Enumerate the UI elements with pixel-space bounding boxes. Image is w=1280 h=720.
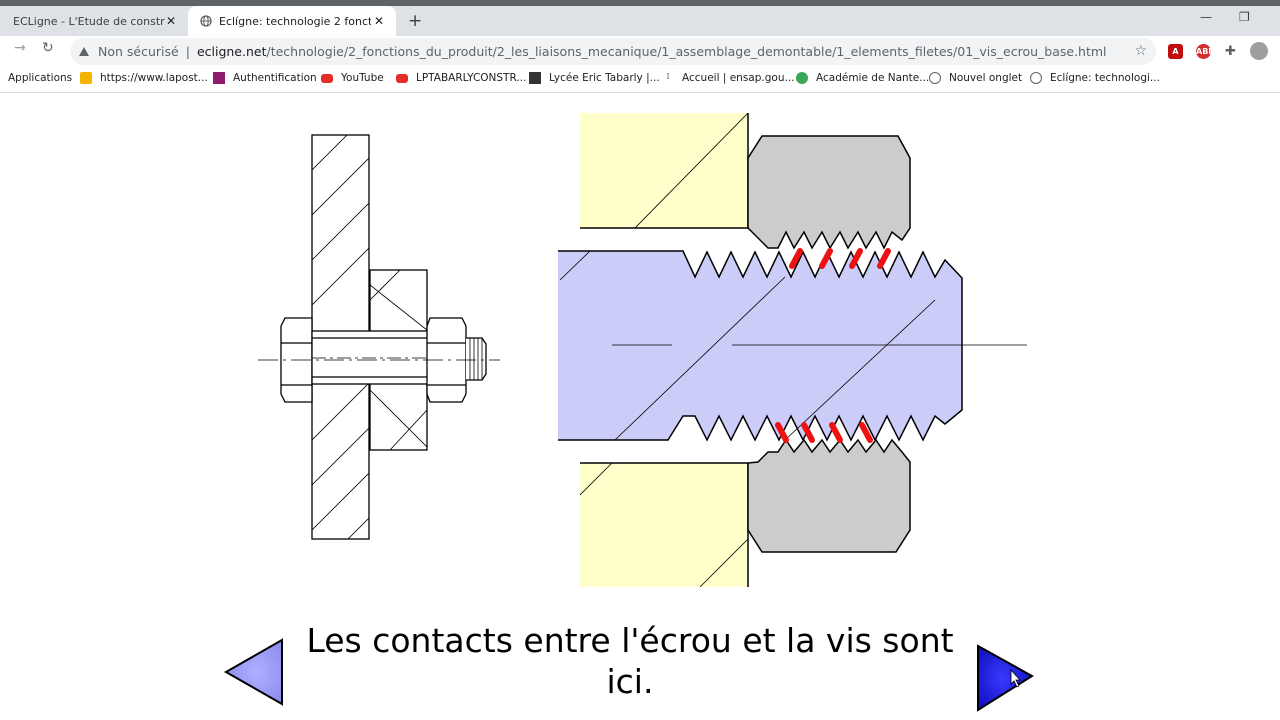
forward-icon[interactable]: → [14, 40, 26, 56]
mail-icon [80, 72, 92, 84]
explanation-caption: Les contacts entre l'écrou et la vis son… [295, 620, 965, 702]
bookmark-label: YouTube [341, 72, 384, 84]
warning-icon [79, 47, 89, 56]
arrow-left-icon [223, 638, 283, 706]
bolt-nut-drawing [258, 113, 1027, 587]
bookmark-laposte[interactable]: https://www.lapost... [80, 72, 208, 84]
page-content: Les contacts entre l'écrou et la vis son… [0, 93, 1280, 720]
bookmark-label: Accueil | ensap.gou... [682, 72, 795, 84]
youtube-icon [396, 73, 408, 83]
next-arrow-button[interactable] [975, 644, 1037, 714]
ensap-icon: ⁞ [666, 72, 670, 82]
puzzle-icon[interactable]: ✚ [1225, 44, 1236, 59]
plate-top [580, 113, 748, 228]
minimize-icon[interactable]: — [1200, 10, 1212, 24]
bookmark-label: Applications [8, 72, 73, 84]
browser-toolbar: → ↻ Non sécurisé | ecligne.net/technolog… [0, 36, 1280, 67]
globe-icon [200, 15, 212, 27]
adblock-icon[interactable]: ABP [1196, 44, 1214, 59]
bookmark-academie-nantes[interactable]: Académie de Nante... [796, 72, 929, 84]
enlarged-thread-view [558, 113, 1027, 587]
globe-icon [1030, 72, 1042, 84]
address-bar[interactable]: Non sécurisé | ecligne.net/technologie/2… [70, 38, 1156, 65]
bookmark-label: https://www.lapost... [100, 72, 208, 84]
close-tab-icon[interactable]: ✕ [165, 14, 177, 28]
new-tab-icon[interactable]: + [408, 11, 423, 31]
url-domain: ecligne.net [196, 44, 267, 59]
tab-ecligne-technologie[interactable]: Eclígne: technologie 2 fonctions d ✕ [188, 6, 396, 36]
screw-body [558, 250, 963, 442]
window-frame-top [0, 0, 1280, 6]
acrobat-icon[interactable]: A [1168, 44, 1183, 59]
url-path: /technologie/2_fonctions_du_produit/2_le… [266, 44, 1107, 59]
reload-icon[interactable]: ↻ [42, 40, 54, 56]
bookmarks-bar: Applications https://www.lapost... Authe… [0, 67, 1280, 93]
bookmark-star-icon[interactable]: ☆ [1134, 43, 1147, 59]
plate-bottom [580, 463, 748, 587]
bookmark-label: LPTABARLYCONSTR... [416, 72, 527, 84]
bookmark-label: Lycée Eric Tabarly |... [549, 72, 660, 84]
bookmark-lptabarly[interactable]: LPTABARLYCONSTR... [396, 72, 526, 84]
bookmark-label: Nouvel onglet [949, 72, 1023, 84]
security-label[interactable]: Non sécurisé [98, 44, 179, 59]
bookmark-ensap[interactable]: ⁞ Accueil | ensap.gou... [662, 72, 795, 84]
arrow-right-icon [977, 644, 1034, 712]
auth-icon [213, 72, 225, 84]
caption-line-1: Les contacts entre l'écrou et la vis son… [306, 621, 954, 660]
caption-line-2: ici. [606, 662, 654, 701]
nut-bottom [747, 438, 911, 553]
assembly-section-view [258, 134, 500, 540]
bookmark-ecligne[interactable]: Eclígne: technologi... [1030, 72, 1160, 84]
school-icon [529, 72, 541, 84]
tab-ecligne-etude[interactable]: ECLigne - L'Etude de construction ✕ [0, 6, 188, 36]
bookmark-lycee-tabarly[interactable]: Lycée Eric Tabarly |... [529, 72, 660, 84]
restore-icon[interactable]: ❐ [1239, 10, 1250, 24]
bookmark-youtube[interactable]: YouTube [321, 72, 384, 84]
bookmark-label: Authentification [233, 72, 317, 84]
cursor-icon [1010, 668, 1021, 688]
screw-shank [311, 330, 431, 385]
nut-small [426, 317, 467, 403]
bookmark-nouvel-onglet[interactable]: Nouvel onglet [929, 72, 1022, 84]
bookmark-label: Eclígne: technologi... [1050, 72, 1160, 84]
youtube-icon [321, 73, 333, 83]
tab-strip: ECLigne - L'Etude de construction ✕ Eclí… [0, 6, 1280, 36]
separator: | [185, 44, 190, 59]
profile-icon[interactable] [1250, 42, 1268, 60]
academie-icon [796, 72, 808, 84]
nut-top [747, 135, 911, 250]
bookmark-label: Académie de Nante... [816, 72, 930, 84]
previous-arrow-button[interactable] [222, 638, 286, 710]
bookmark-applications[interactable]: Applications [8, 72, 72, 84]
url-text[interactable]: ecligne.net/technologie/2_fonctions_du_p… [197, 44, 1107, 59]
tab-title: ECLigne - L'Etude de construction [13, 14, 165, 28]
screw-thread-end [466, 337, 487, 381]
close-tab-icon[interactable]: ✕ [373, 14, 385, 28]
tab-title: Eclígne: technologie 2 fonctions d [219, 14, 371, 28]
globe-icon [929, 72, 941, 84]
contact-zones [775, 248, 891, 443]
bookmark-authentification[interactable]: Authentification [213, 72, 317, 84]
